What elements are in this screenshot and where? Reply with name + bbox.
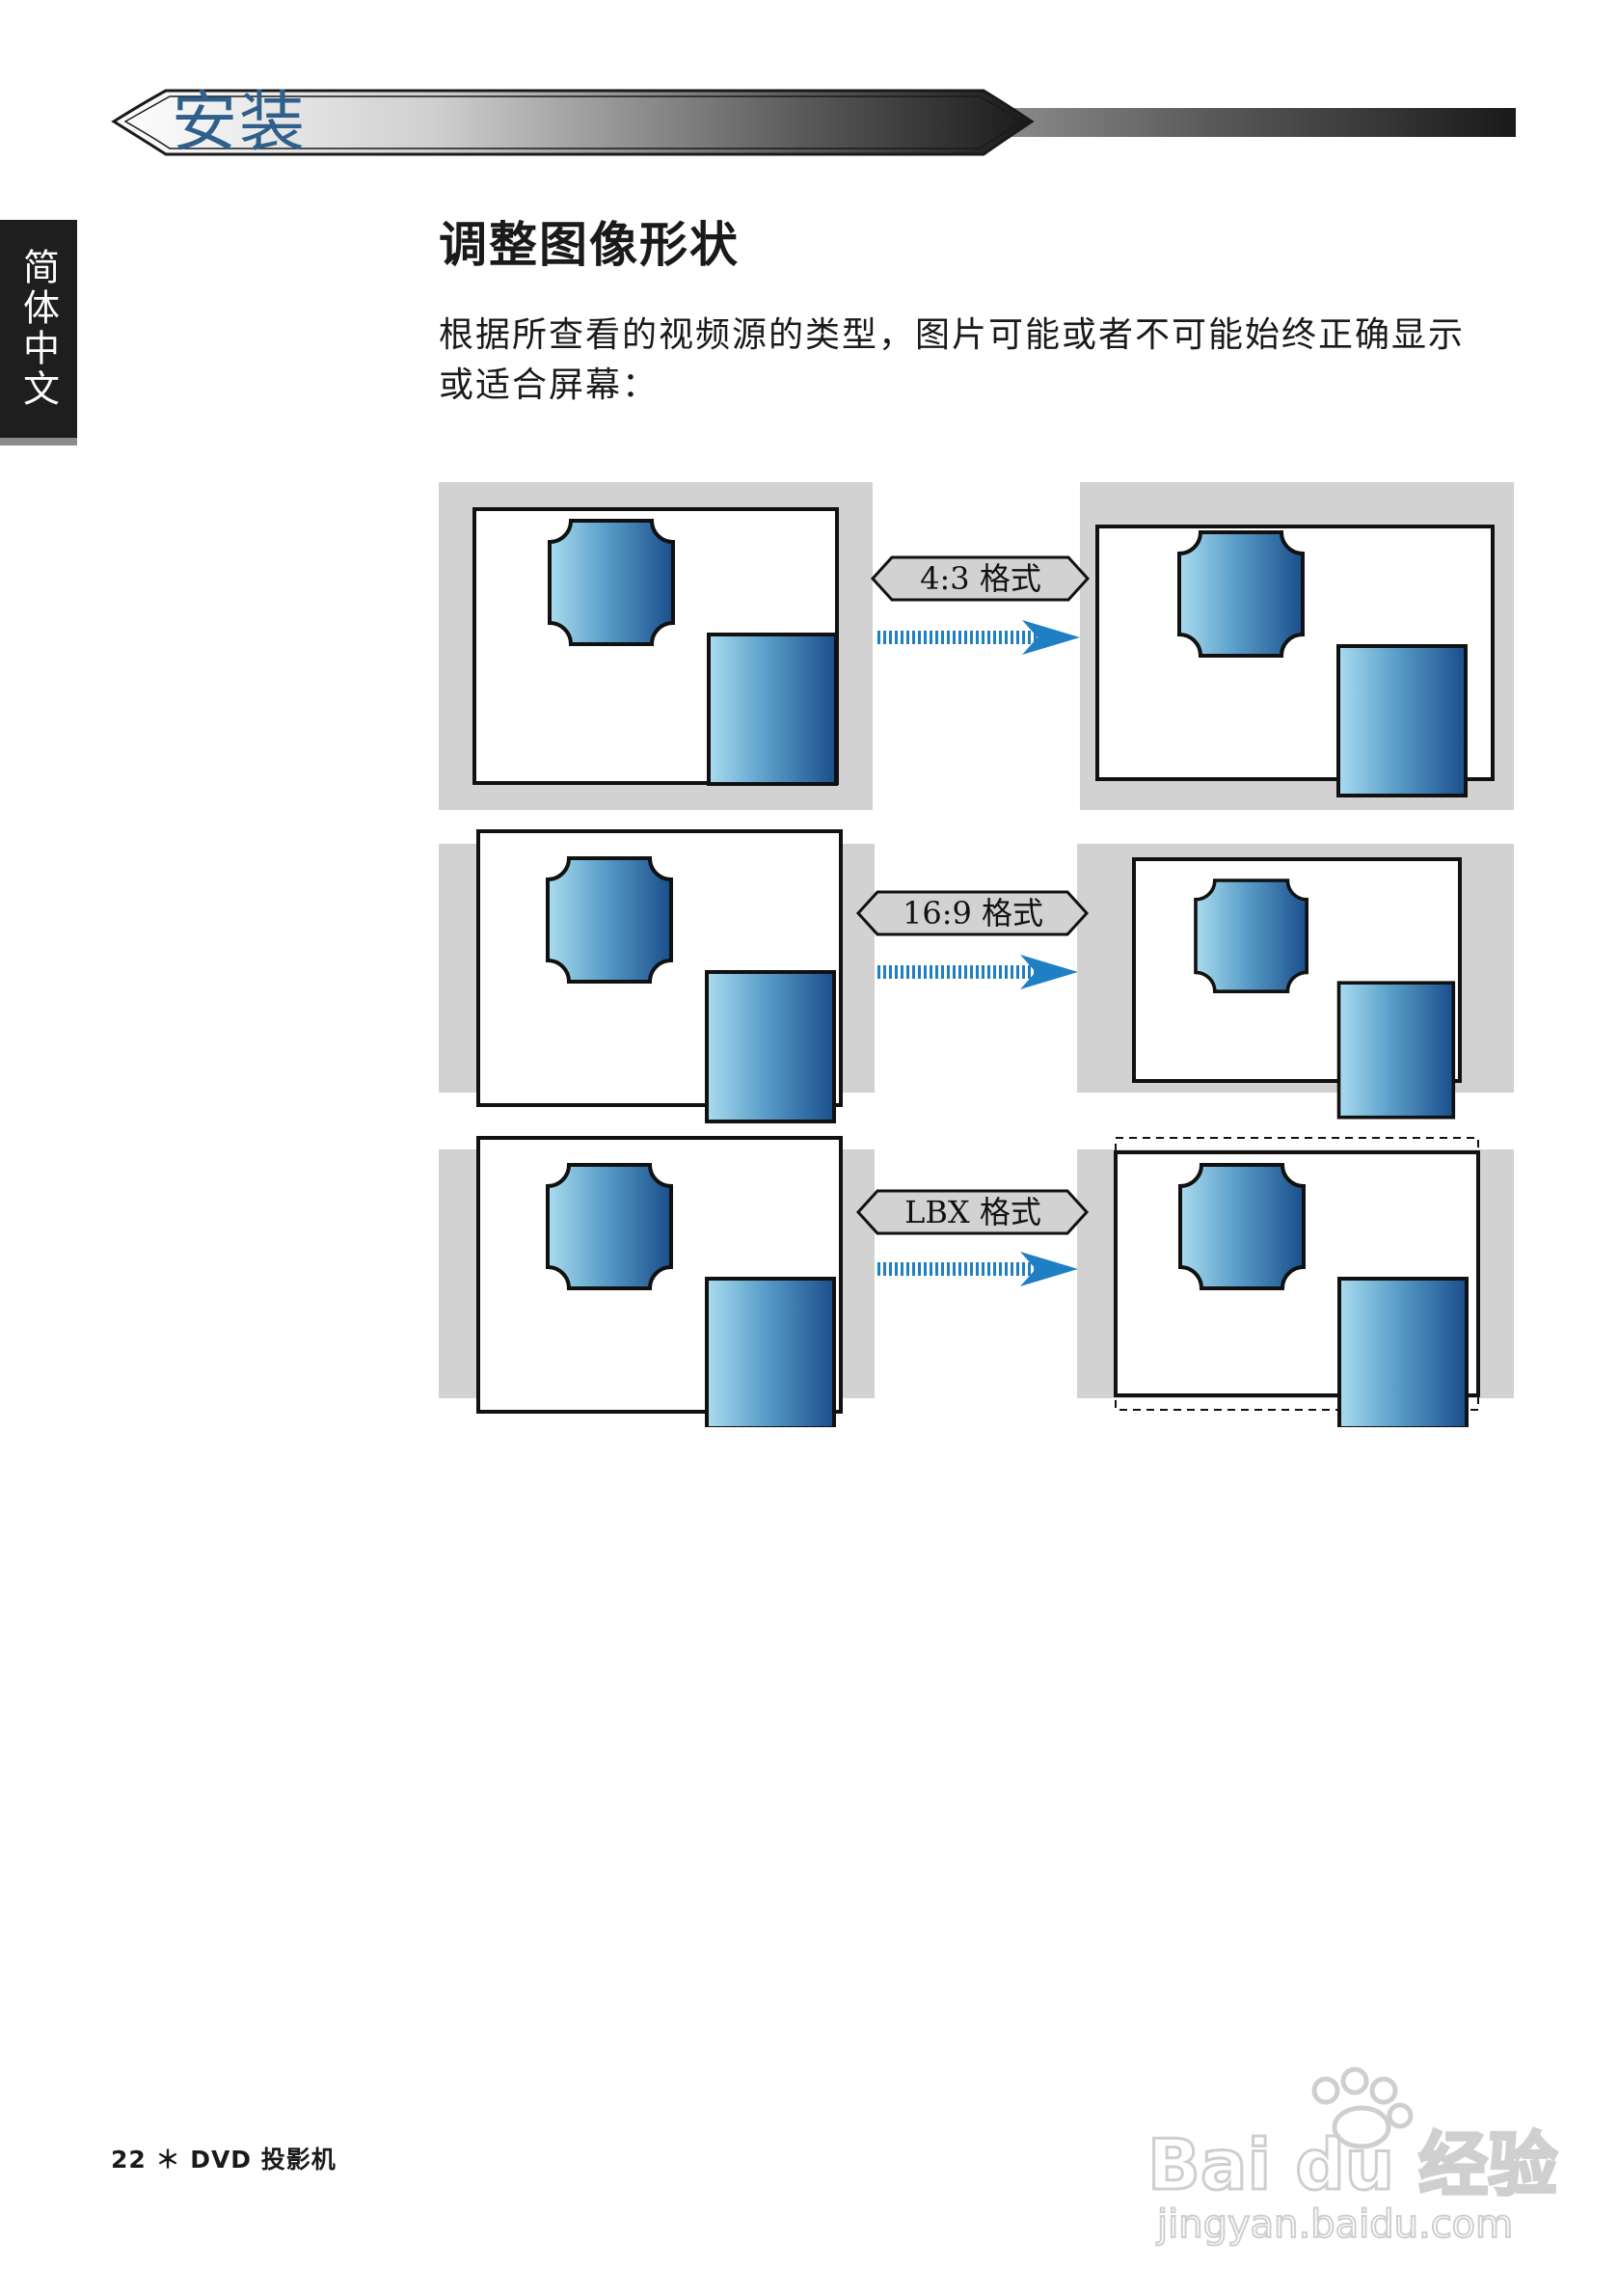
page-footer: 22 ＊ DVD 投影机 [111,2141,337,2175]
row-label: 16:9 格式 [903,895,1043,932]
row-label: 4:3 格式 [920,560,1041,597]
section-title: 安装 [172,85,307,162]
row-16-9: 16:9 格式 [439,831,1514,1121]
row-label: LBX 格式 [904,1194,1041,1230]
row-lbx: LBX 格式 [439,1138,1514,1427]
watermark-url: jingyan.baidu.com [1156,2202,1513,2247]
page-title: 调整图像形状 [439,206,740,276]
baidu-watermark: Bai du 经验 jingyan.baidu.com [1138,2054,1562,2247]
aspect-ratio-diagram: 4:3 格式 16:9 格式 LBX 格式 [424,463,1524,1427]
intro-paragraph: 根据所查看的视频源的类型，图片可能或者不可能始终正确显示或适合屏幕： [439,311,1499,411]
row-4-3: 4:3 格式 [439,482,1514,810]
language-tab-label: 简体中文 [0,220,77,438]
language-side-tab: 简体中文 [0,220,77,446]
watermark-brand: Bai du 经验 [1147,2124,1557,2205]
